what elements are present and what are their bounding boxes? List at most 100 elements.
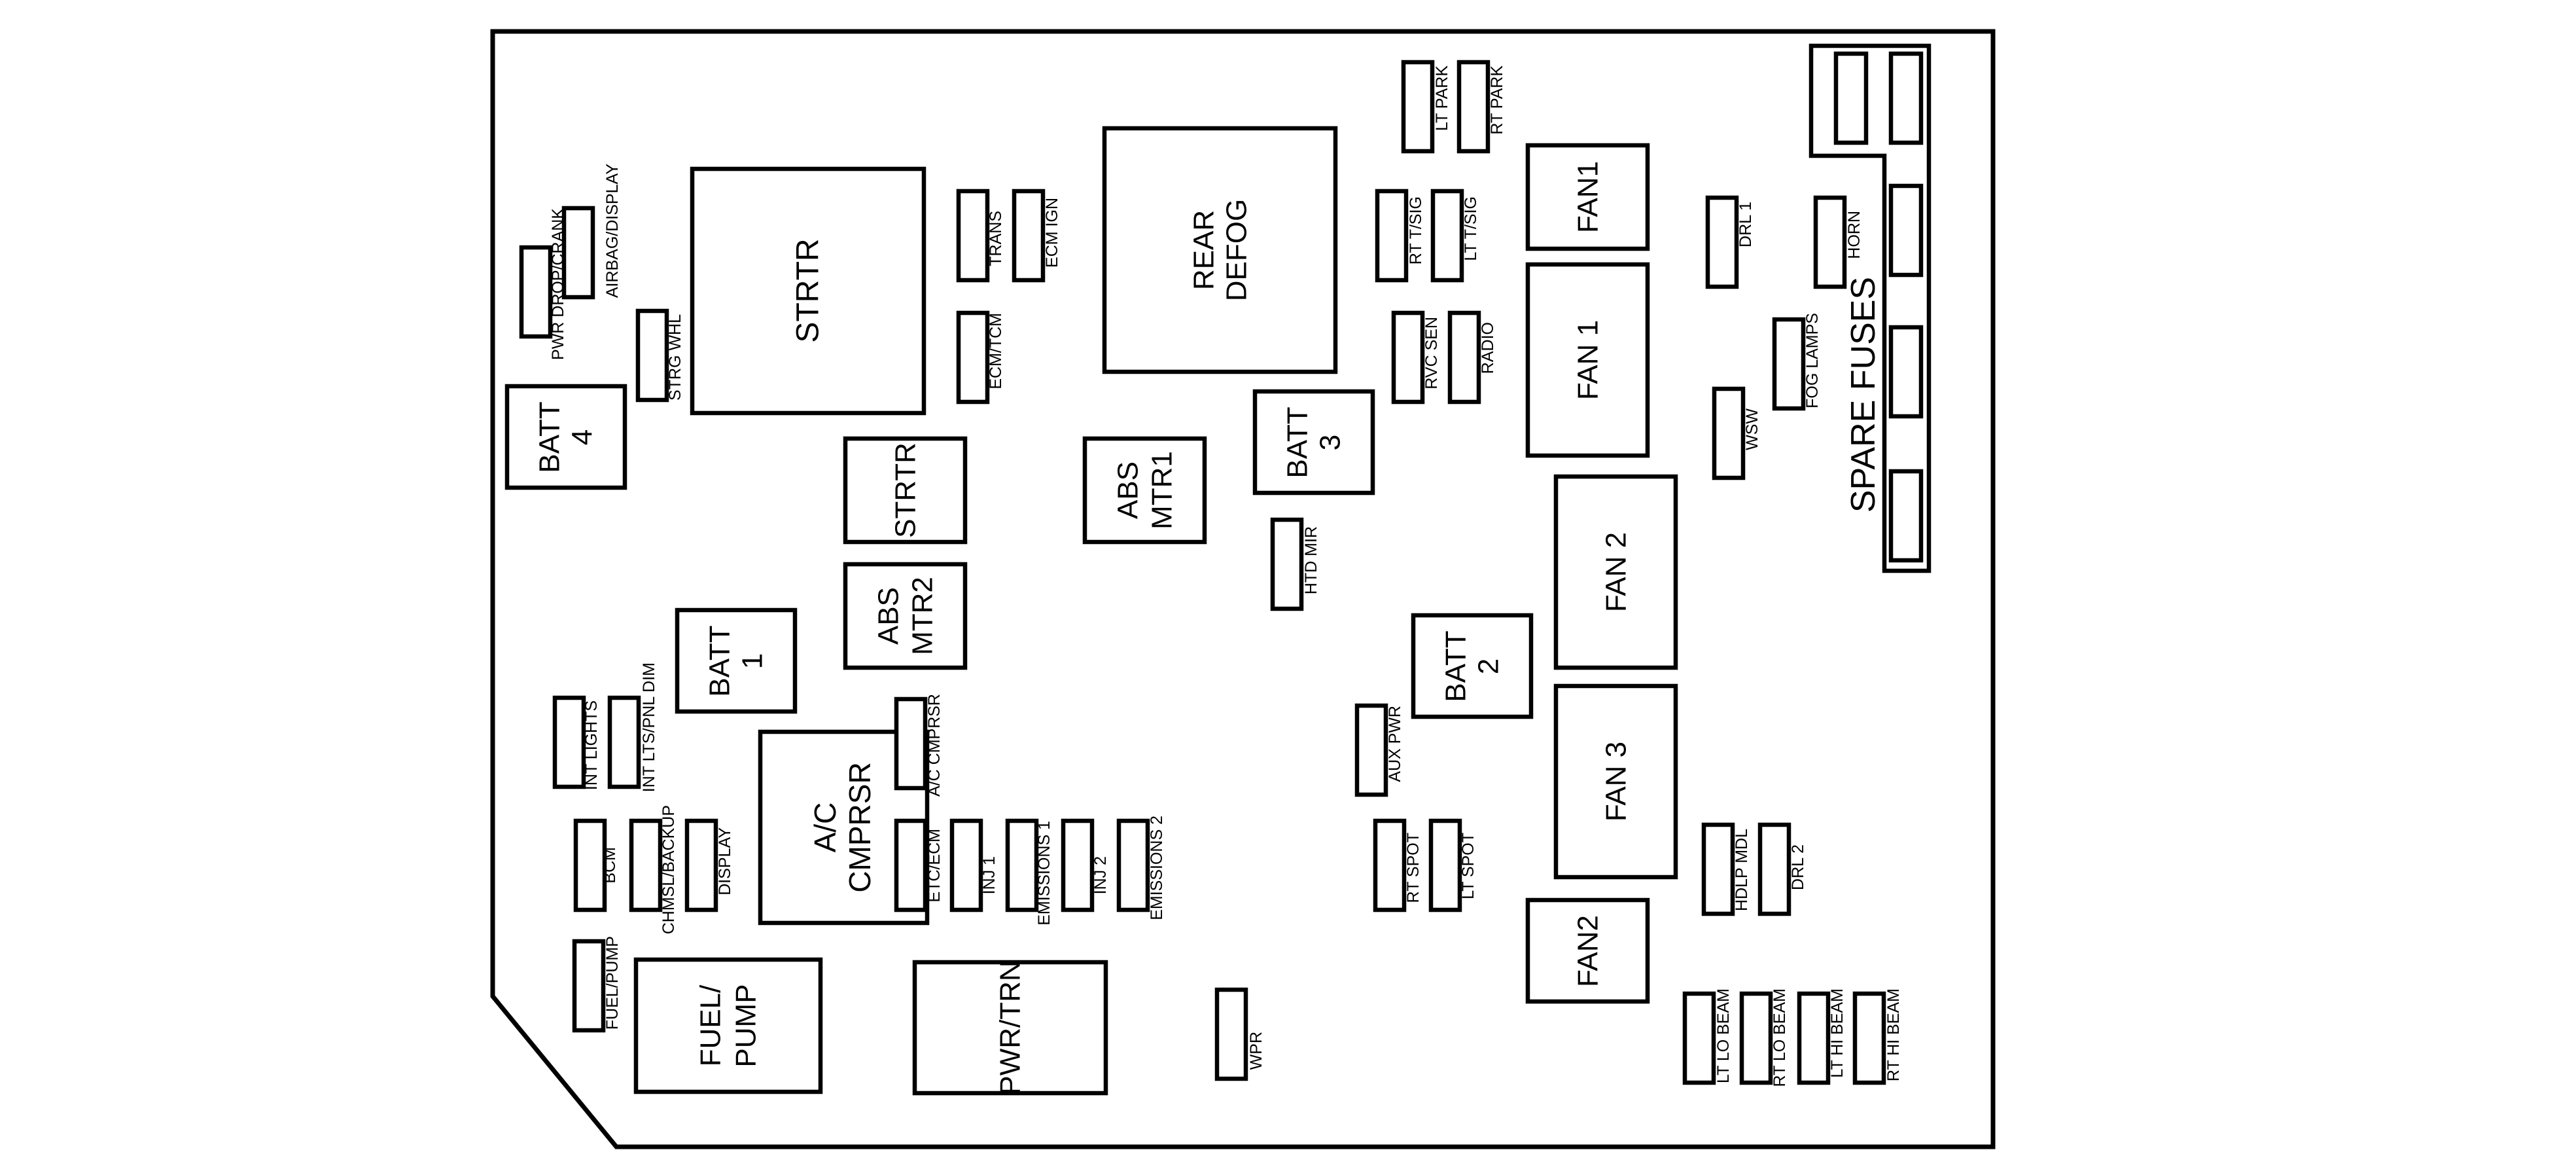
fan2-large-label: FAN 2 bbox=[1600, 532, 1632, 612]
fuse-trans: TRANS bbox=[956, 189, 1005, 283]
fuse-rvc-sen-body bbox=[1391, 310, 1425, 405]
fuse-rt-tsig-label: RT T/SIG bbox=[1407, 196, 1425, 264]
batt1-label-line1: BATT bbox=[704, 625, 736, 696]
fuse-lt-spot: LT SPOT bbox=[1428, 818, 1477, 912]
fuse-wpr: WPR bbox=[1214, 987, 1265, 1081]
fuse-int-lights-label: INT LIGHTS bbox=[582, 700, 601, 790]
fuse-fog-lamps: FOG LAMPS bbox=[1772, 313, 1822, 411]
fan1-small-relay: FAN1 bbox=[1525, 143, 1650, 251]
fuse-rt-lo-beam-label: RT LO BEAM bbox=[1771, 988, 1789, 1087]
fuse-rt-hi-beam: RT HI BEAM bbox=[1852, 988, 1903, 1085]
strtr-relay-small-label: STRTR bbox=[890, 442, 922, 538]
batt4-label-line1: BATT bbox=[534, 401, 566, 473]
rear-defog-label-line2: DEFOG bbox=[1221, 199, 1253, 301]
fuse-chmsl-backup-body bbox=[629, 818, 663, 912]
fuse-airbag-display-body bbox=[561, 206, 595, 300]
batt4-block: BATT 4 bbox=[504, 384, 627, 490]
abs-mtr2-label-line2: MTR2 bbox=[907, 577, 939, 655]
fuse-inj1-body bbox=[949, 818, 983, 912]
fuse-lt-spot-label: LT SPOT bbox=[1459, 833, 1477, 899]
abs-mtr1-relay: ABS MTR1 bbox=[1082, 436, 1207, 545]
fuse-radio: RADIO bbox=[1447, 310, 1497, 405]
fan2-large-relay: FAN 2 bbox=[1553, 474, 1678, 670]
fuse-hdlp-mdl-label: HDLP MDL bbox=[1733, 829, 1751, 911]
fuse-lt-park: LT PARK bbox=[1401, 60, 1451, 154]
fuse-emissions2-label: EMISSIONS 2 bbox=[1148, 816, 1166, 920]
fuse-trans-body bbox=[956, 189, 990, 283]
ac-cmprsr-relay-label-line1: A/C bbox=[808, 803, 842, 853]
fuse-drl1-label: DRL 1 bbox=[1737, 202, 1755, 247]
fuse-trans-label: TRANS bbox=[987, 211, 1005, 266]
fuse-rt-spot-body bbox=[1373, 818, 1407, 912]
batt2-label-line1: BATT bbox=[1440, 630, 1472, 702]
fuse-drl2-body bbox=[1757, 822, 1791, 916]
abs-mtr1-label-line2: MTR1 bbox=[1146, 451, 1178, 530]
spare-fuse-slot-3 bbox=[1888, 183, 1924, 278]
fuse-ecm-ign-label: ECM IGN bbox=[1043, 198, 1061, 268]
fuse-int-lights-body bbox=[552, 695, 586, 789]
pwr-trn-relay: PWR/TRN bbox=[912, 960, 1108, 1096]
fuse-ecm-tcm: ECM/TCM bbox=[956, 310, 1005, 405]
fuse-bcm: BCM bbox=[573, 818, 619, 912]
fuse-ac-cmprsr-fuse-label: A/C CMPRSR bbox=[925, 694, 944, 797]
fuse-drl2: DRL 2 bbox=[1757, 822, 1807, 916]
batt1-label-line2: 1 bbox=[737, 653, 769, 669]
fuse-lt-hi-beam-body bbox=[1797, 991, 1831, 1085]
fuse-htd-mir: HTD MIR bbox=[1270, 517, 1320, 611]
fuse-etc-ecm-body bbox=[894, 818, 928, 912]
abs-mtr2-relay: ABS MTR2 bbox=[843, 562, 968, 670]
batt4-label-line2: 4 bbox=[567, 429, 599, 445]
fuse-htd-mir-body bbox=[1270, 517, 1304, 611]
fuse-fog-lamps-body bbox=[1772, 317, 1806, 411]
fuse-drl1: DRL 1 bbox=[1705, 195, 1755, 289]
fuse-wsw: WSW bbox=[1712, 386, 1761, 480]
fuse-bcm-label: BCM bbox=[601, 847, 619, 884]
fuse-inj2-label: INJ 2 bbox=[1091, 856, 1110, 894]
fan2-small-relay: FAN2 bbox=[1525, 897, 1650, 1004]
fuse-rt-spot: RT SPOT bbox=[1373, 818, 1422, 912]
abs-mtr1-label-line1: ABS bbox=[1112, 461, 1144, 519]
fuse-rt-tsig: RT T/SIG bbox=[1375, 189, 1425, 283]
fuse-rt-lo-beam: RT LO BEAM bbox=[1739, 988, 1789, 1087]
fuse-bcm-body bbox=[573, 818, 607, 912]
fuse-rvc-sen-label: RVC SEN bbox=[1422, 317, 1441, 389]
rear-defog-label-line1: REAR bbox=[1188, 210, 1220, 290]
fuel-pump-relay-label-line2: PUMP bbox=[730, 984, 762, 1067]
fuse-lt-lo-beam: LT LO BEAM bbox=[1682, 988, 1733, 1085]
rear-defog-relay: REAR DEFOG bbox=[1102, 126, 1338, 374]
fuse-rt-park-label: RT PARK bbox=[1488, 65, 1506, 135]
fuse-aux-pwr: AUX PWR bbox=[1354, 703, 1404, 797]
strtr-relay-large-label: STRTR bbox=[791, 238, 826, 342]
fuse-inj1-label: INJ 1 bbox=[980, 856, 998, 894]
fuse-lt-tsig-body bbox=[1430, 189, 1464, 283]
fuse-aux-pwr-body bbox=[1354, 703, 1388, 797]
fan2-small-label: FAN2 bbox=[1572, 915, 1604, 987]
fan1-large-label: FAN 1 bbox=[1572, 320, 1604, 400]
fuse-hdlp-mdl: HDLP MDL bbox=[1701, 822, 1751, 916]
batt2-block: BATT 2 bbox=[1411, 613, 1534, 719]
fuse-int-lights: INT LIGHTS bbox=[552, 695, 601, 790]
pwr-trn-relay-label: PWR/TRN bbox=[995, 960, 1027, 1094]
fuse-rt-park: RT PARK bbox=[1456, 60, 1506, 154]
spare-fuse-slot-2 bbox=[1888, 51, 1924, 145]
fuse-display-body bbox=[684, 818, 718, 912]
fuse-rt-park-body bbox=[1456, 60, 1491, 154]
fan1-large-relay: FAN 1 bbox=[1525, 262, 1650, 458]
batt1-block: BATT 1 bbox=[675, 607, 798, 714]
fuse-chmsl-backup-label: CHMSL/BACKUP bbox=[660, 805, 678, 934]
fuse-lt-spot-body bbox=[1428, 818, 1462, 912]
fuse-lt-park-body bbox=[1401, 60, 1435, 154]
spare-fuses-label: SPARE FUSES bbox=[1844, 277, 1882, 513]
fuse-horn: HORN bbox=[1813, 195, 1863, 289]
fuse-lt-tsig-label: LT T/SIG bbox=[1462, 196, 1480, 261]
batt3-block: BATT 3 bbox=[1252, 389, 1375, 496]
fuse-fuel-pump-fuse: FUEL/PUMP bbox=[572, 936, 622, 1033]
batt2-label-line2: 2 bbox=[1473, 659, 1505, 674]
fuse-int-lts-pnl-dim-body bbox=[607, 695, 641, 789]
fuse-lt-hi-beam: LT HI BEAM bbox=[1797, 988, 1846, 1085]
fuse-horn-label: HORN bbox=[1845, 211, 1863, 259]
fuse-fog-lamps-label: FOG LAMPS bbox=[1803, 313, 1822, 408]
batt3-label-line1: BATT bbox=[1282, 406, 1314, 478]
